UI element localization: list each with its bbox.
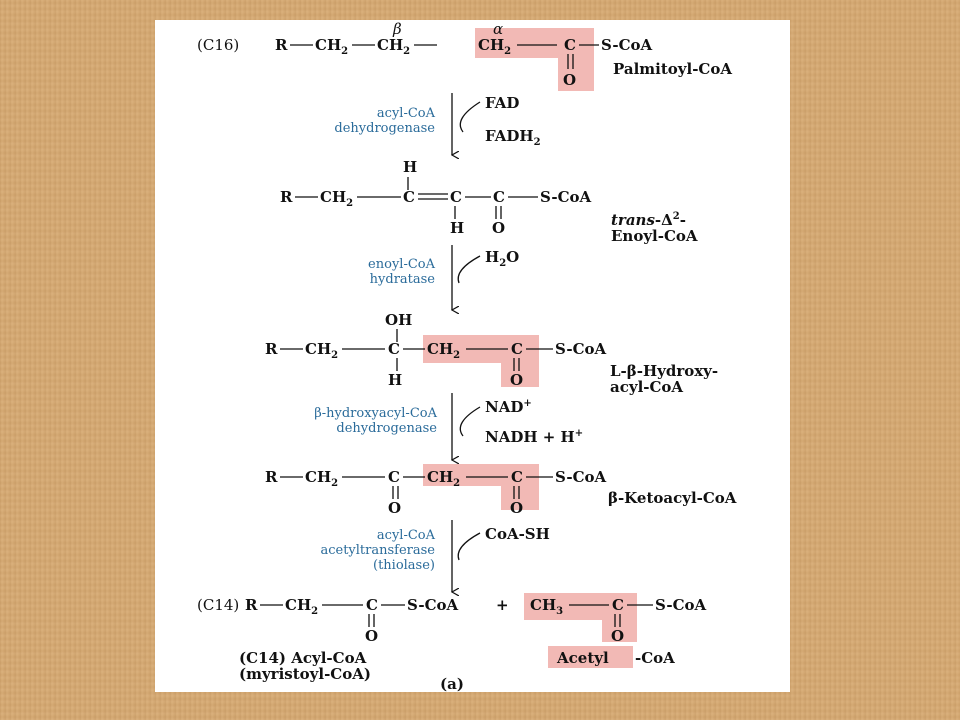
step3-enzyme-line1: β-hydroxyacyl-CoA <box>314 406 437 421</box>
panel-caption: (a) <box>440 675 464 692</box>
step1-cofactor-in: FAD <box>485 94 519 112</box>
s-coa-group: S-CoA <box>555 468 607 486</box>
palmitoyl-coa-label: Palmitoyl-CoA <box>613 60 732 78</box>
r-group: R <box>265 340 278 358</box>
acetyl-coa-suffix: -CoA <box>635 649 675 667</box>
step1-cofactor-curve <box>459 101 481 133</box>
carbonyl-oxygen: O <box>510 499 523 517</box>
step4-cofactor-curve <box>457 532 481 561</box>
ch3-group: CH3 <box>530 596 563 617</box>
enoyl-h-top: H <box>403 158 417 176</box>
beta-carbon-label: β <box>392 20 402 38</box>
ch2-alpha-group: CH2 <box>427 468 460 489</box>
beta-oxidation-diagram: (C16) R CH2 β CH2 α CH2 C S-CoA O Palmit… <box>197 20 737 692</box>
keto-c-beta: C <box>388 468 400 486</box>
ch2-group: CH2 <box>305 468 338 489</box>
r-group: R <box>280 188 293 206</box>
step1-enzyme-line2: dehydrogenase <box>334 121 435 136</box>
step2-cofactor-in: H2O <box>485 248 519 269</box>
carbonyl-oxygen: O <box>563 71 576 89</box>
step3-cofactor-in: NAD+ <box>485 398 532 416</box>
ch2-group: CH2 <box>285 596 318 617</box>
ch2-group: CH2 <box>305 340 338 361</box>
acetyl-oxygen: O <box>611 627 624 645</box>
step3-enzyme-line2: dehydrogenase <box>336 421 437 436</box>
myristoyl-carbonyl-carbon: C <box>366 596 378 614</box>
step2-enzyme-line2: hydratase <box>370 272 436 287</box>
step4-enzyme-line3: (thiolase) <box>373 558 435 573</box>
s-coa-group: S-CoA <box>555 340 607 358</box>
hydroxy-c-beta: C <box>388 340 400 358</box>
acetyl-label: Acetyl <box>556 649 609 667</box>
s-coa-group: S-CoA <box>407 596 459 614</box>
acetyl-label-highlight <box>548 646 633 668</box>
diagram-panel: (C16) R CH2 β CH2 α CH2 C S-CoA O Palmit… <box>155 20 790 692</box>
step2-enzyme-line1: enoyl-CoA <box>368 257 436 272</box>
carbonyl-carbon: C <box>564 36 576 54</box>
step4-cofactor-in: CoA-SH <box>485 525 550 543</box>
ch2-alpha-group: CH2 <box>427 340 460 361</box>
hydroxy-oxygen: O <box>510 371 523 389</box>
r-group: R <box>275 36 288 54</box>
enoyl-h-bottom: H <box>450 219 464 237</box>
hydroxyl-group: OH <box>385 311 412 329</box>
hydroxyacyl-label-line1: L-β-Hydroxy- <box>610 362 718 380</box>
enoyl-carbonyl-carbon: C <box>493 188 505 206</box>
acetyl-carbonyl-carbon: C <box>612 596 624 614</box>
c16-label: (C16) <box>197 36 239 54</box>
s-coa-group: S-CoA <box>601 36 653 54</box>
ch2-group: CH2 <box>315 36 348 57</box>
c14-label: (C14) <box>197 596 239 614</box>
enoyl-oxygen: O <box>492 219 505 237</box>
enoyl-coa-label: Enoyl-CoA <box>611 227 698 245</box>
ketoacyl-highlight <box>423 464 539 510</box>
step4-enzyme-line2: acetyltransferase <box>320 543 435 558</box>
acyl-coa-label-line2: (myristoyl-CoA) <box>239 665 371 683</box>
s-coa-group: S-CoA <box>540 188 592 206</box>
alpha-carbon-label: α <box>493 20 503 38</box>
trans-delta2-label: trans-Δ2- <box>611 211 686 229</box>
alpha-carbonyl-highlight <box>475 28 594 91</box>
step3-cofactor-out: NADH + H+ <box>485 428 583 446</box>
s-coa-group: S-CoA <box>655 596 707 614</box>
enoyl-c-beta: C <box>403 188 415 206</box>
step3-cofactor-curve <box>459 406 481 437</box>
hydroxy-highlight <box>423 335 539 387</box>
step1-cofactor-out: FADH2 <box>485 127 541 148</box>
ch2-beta-group: CH2 <box>377 36 410 57</box>
step2-cofactor-curve <box>457 255 481 284</box>
myristoyl-oxygen: O <box>365 627 378 645</box>
step4-enzyme-line1: acyl-CoA <box>377 528 436 543</box>
step1-enzyme-line1: acyl-CoA <box>377 106 436 121</box>
acyl-coa-label-line1: (C14) Acyl-CoA <box>239 649 367 667</box>
enoyl-c-alpha: C <box>450 188 462 206</box>
r-group: R <box>245 596 258 614</box>
keto-carbonyl-carbon: C <box>511 468 523 486</box>
ch2-group: CH2 <box>320 188 353 209</box>
ch2-alpha-group: CH2 <box>478 36 511 57</box>
hydroxy-h: H <box>388 371 402 389</box>
plus-sign: + <box>496 596 509 614</box>
hydroxyacyl-label-line2: acyl-CoA <box>610 378 683 396</box>
r-group: R <box>265 468 278 486</box>
ketoacyl-coa-label: β-Ketoacyl-CoA <box>608 489 737 507</box>
keto-oxygen: O <box>388 499 401 517</box>
hydroxy-carbonyl-carbon: C <box>511 340 523 358</box>
